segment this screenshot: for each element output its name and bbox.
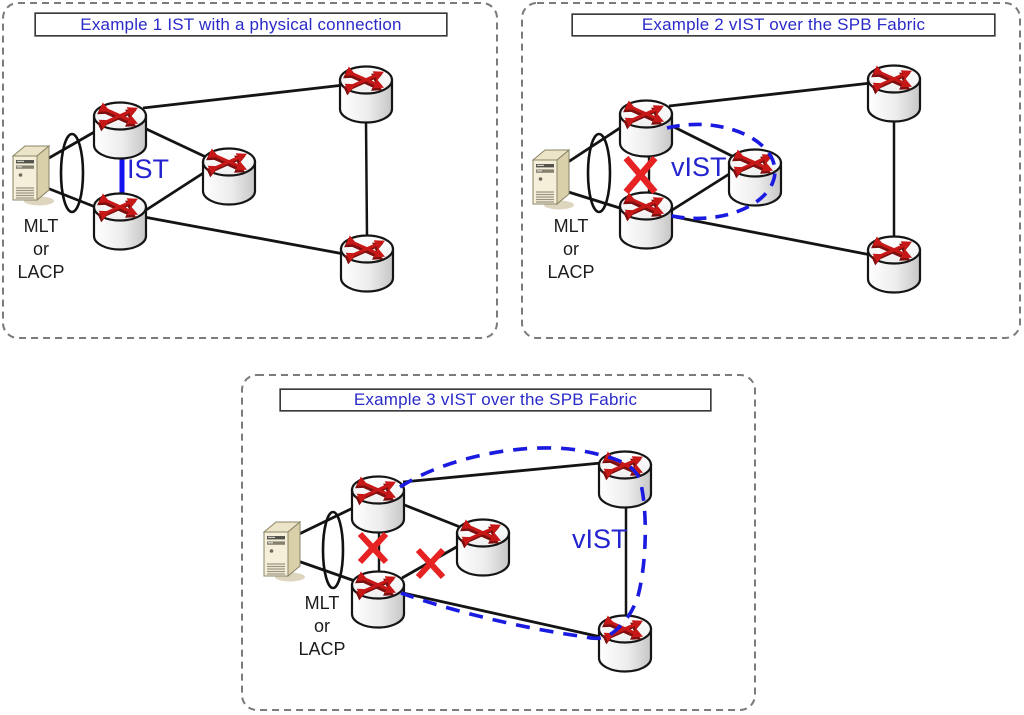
red-x-icon bbox=[415, 547, 446, 580]
red-x-icon bbox=[357, 531, 389, 565]
mlt-lacp-label: MLT or LACP bbox=[536, 215, 606, 284]
mlt-line: MLT bbox=[553, 216, 589, 236]
router-icon bbox=[341, 236, 393, 292]
panel-3-title: Example 3 vIST over the SPB Fabric bbox=[280, 389, 711, 411]
panel-3-dashed-border bbox=[241, 374, 756, 711]
router-icon bbox=[620, 101, 672, 157]
or-line: or bbox=[313, 616, 330, 636]
tower-server-icon bbox=[532, 149, 575, 211]
router-icon bbox=[94, 103, 146, 159]
vist-link-label: vIST bbox=[572, 524, 628, 554]
mlt-lacp-label: MLT or LACP bbox=[6, 215, 76, 284]
panel-1-title: Example 1 IST with a physical connection bbox=[35, 13, 447, 36]
or-line: or bbox=[32, 239, 49, 259]
red-x-icon bbox=[623, 155, 658, 195]
router-icon bbox=[599, 616, 651, 672]
mlt-line: MLT bbox=[23, 216, 59, 236]
panel-2-links bbox=[561, 81, 896, 257]
router-icon bbox=[352, 477, 404, 533]
mlt-ellipse-icon bbox=[586, 132, 612, 214]
tower-server-icon bbox=[12, 145, 55, 207]
mlt-line: MLT bbox=[304, 593, 340, 613]
panel-1-links bbox=[41, 83, 369, 256]
panel-2-example-2 bbox=[521, 2, 1021, 339]
router-icon bbox=[620, 193, 672, 249]
lacp-line: LACP bbox=[17, 262, 65, 282]
lacp-line: LACP bbox=[298, 639, 346, 659]
router-icon bbox=[340, 67, 392, 123]
router-icon bbox=[457, 520, 509, 576]
panel-1-example-1 bbox=[2, 2, 498, 339]
or-line: or bbox=[562, 239, 579, 259]
vist-dashed-loop bbox=[663, 122, 777, 221]
panel-3-links bbox=[294, 461, 628, 639]
mlt-ellipse-icon bbox=[321, 510, 345, 590]
router-icon bbox=[352, 572, 404, 628]
router-icon bbox=[203, 149, 255, 205]
mlt-ellipse-icon bbox=[59, 132, 85, 214]
router-icon bbox=[868, 66, 920, 122]
vist-link-label: vIST bbox=[671, 152, 727, 182]
panel-2-dashed-border bbox=[521, 2, 1021, 339]
mlt-lacp-label: MLT or LACP bbox=[287, 592, 357, 661]
panel-1-dashed-border bbox=[2, 2, 498, 339]
tower-server-icon bbox=[263, 521, 306, 583]
panel-2-title: Example 2 vIST over the SPB Fabric bbox=[572, 14, 995, 36]
lacp-line: LACP bbox=[547, 262, 595, 282]
ist-link-label: IST bbox=[127, 154, 170, 184]
router-icon bbox=[94, 194, 146, 250]
router-icon bbox=[868, 237, 920, 293]
